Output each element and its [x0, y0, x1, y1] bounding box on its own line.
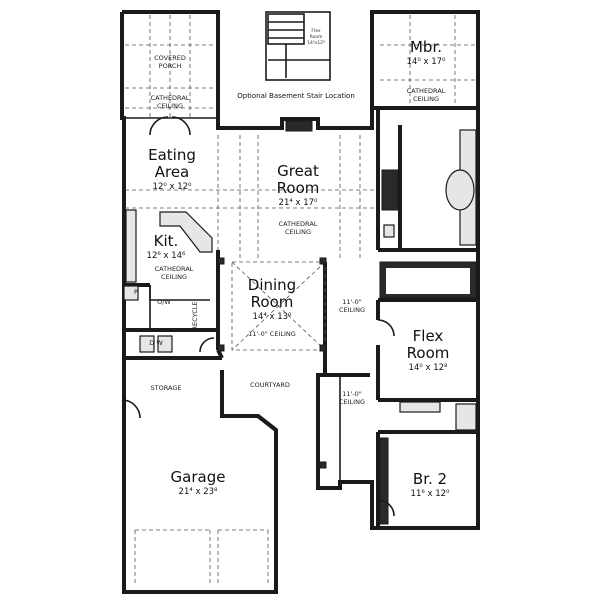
svg-text:CEILING: CEILING [285, 228, 311, 236]
great-dims: 21⁴ x 17⁰ [279, 198, 318, 208]
great-name-1: Great [277, 162, 319, 180]
br2-dims: 11⁶ x 12⁰ [411, 489, 450, 499]
hall-ceiling-2: 11'-0" [342, 390, 362, 398]
master-closet-shelving [381, 169, 399, 211]
dryer [157, 335, 173, 353]
mbr-name: Mbr. [410, 38, 442, 56]
storage-label: STORAGE [151, 384, 182, 392]
porch-ceiling-label: CATHEDRAL [151, 94, 190, 102]
flex-name-1: Flex [413, 327, 444, 345]
pantry-counter [123, 285, 139, 301]
mbr-dims: 14⁰ x 17⁰ [407, 57, 446, 67]
bath2-vanity [399, 401, 441, 413]
eating-name-2: Area [155, 163, 190, 181]
svg-text:CEILING: CEILING [339, 306, 365, 314]
hall-ceiling-1: 11'-0" [342, 298, 362, 306]
courtyard-label: COURTYARD [250, 381, 290, 389]
svg-text:14⁰x12⁸: 14⁰x12⁸ [307, 40, 325, 46]
ceiling-lines [125, 15, 476, 585]
master-toilet [383, 224, 395, 238]
oven-label: O/W [157, 298, 171, 306]
washer [139, 335, 155, 353]
fireplace [285, 120, 313, 132]
inset-flex-room-label: Flex [311, 28, 321, 34]
svg-text:Room: Room [310, 34, 323, 40]
mbr-ceiling: CATHEDRAL [407, 87, 446, 95]
flex-name-2: Room [407, 344, 450, 362]
dining-ceiling: 11'-0" CEILING [248, 330, 296, 338]
dining-name-1: Dining [248, 276, 296, 294]
kitchen-counter-left [125, 209, 137, 283]
flex-dims: 14⁰ x 12⁸ [409, 363, 448, 373]
garage-name: Garage [171, 468, 226, 486]
eating-name-1: Eating [148, 146, 196, 164]
eating-dims: 12⁰ x 12⁰ [153, 182, 192, 192]
dining-dims: 14⁴ x 13⁰ [253, 312, 292, 322]
kit-ceiling: CATHEDRAL [155, 265, 194, 273]
svg-text:CEILING: CEILING [413, 95, 439, 103]
svg-text:CEILING: CEILING [339, 398, 365, 406]
pantry-label: P [134, 288, 138, 296]
kitchen-island [159, 211, 213, 253]
br2-closet [379, 437, 389, 525]
great-ceiling: CATHEDRAL [279, 220, 318, 228]
laundry-label: D W [149, 339, 163, 347]
dining-name-2: Room [251, 293, 294, 311]
svg-text:PORCH: PORCH [159, 62, 182, 70]
kit-dims: 12⁶ x 14⁶ [147, 251, 186, 261]
svg-text:CEILING: CEILING [157, 102, 183, 110]
svg-text:CEILING: CEILING [161, 273, 187, 281]
garage-dims: 21⁴ x 23⁸ [179, 487, 218, 497]
master-tub [445, 169, 475, 211]
basement-stair-caption: Optional Basement Stair Location [237, 92, 355, 100]
fixtures [121, 116, 477, 525]
recycle-label: RECYCLE [191, 302, 199, 331]
bath2-tub [455, 403, 477, 431]
great-name-2: Room [277, 179, 320, 197]
basement-stair-inset: Flex Room 14⁰x12⁸ [265, 11, 331, 81]
covered-porch-label: COVERED [154, 54, 186, 62]
br2-name: Br. 2 [413, 470, 447, 488]
kit-name: Kit. [154, 232, 179, 250]
